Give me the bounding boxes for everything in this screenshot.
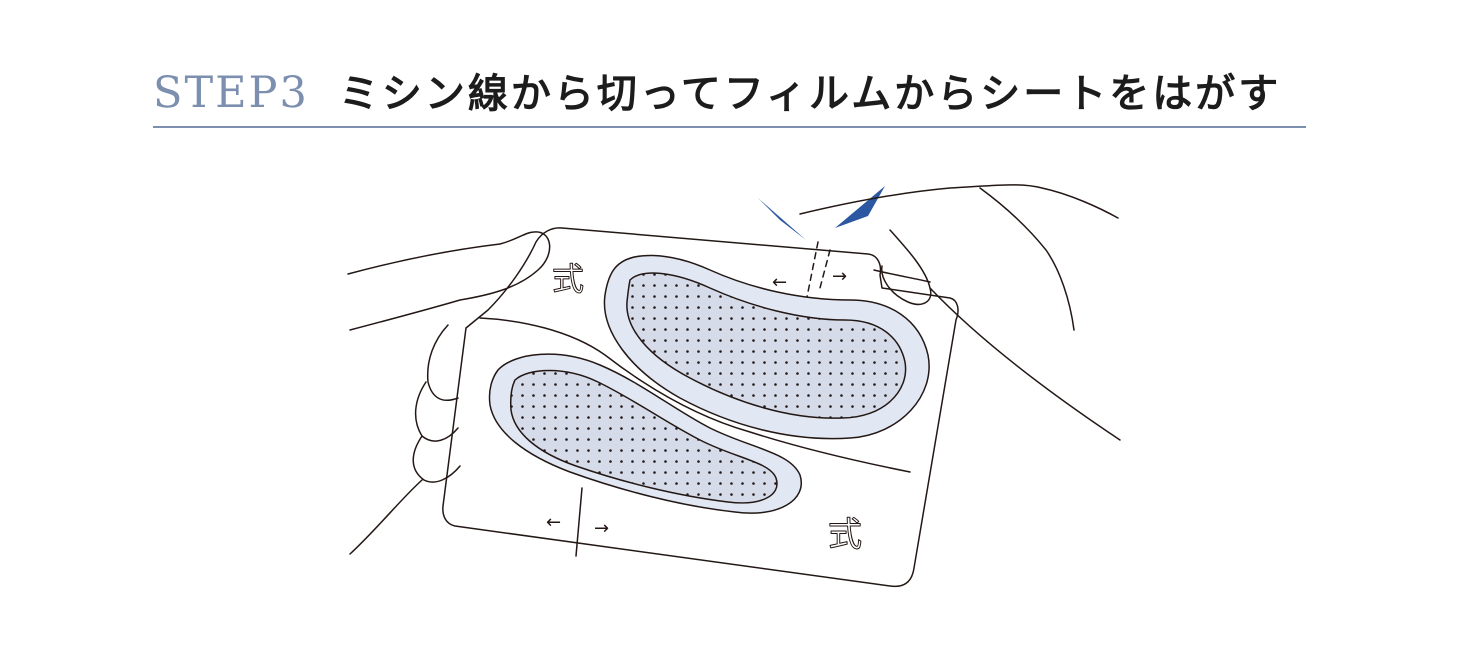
peel-illustration-svg: ← → ← → 式 式 xyxy=(347,184,1121,588)
step-number: STEP3 xyxy=(153,68,309,118)
sheet-kanji-bottom: 式 xyxy=(828,515,862,555)
step-heading: STEP3 ミシン線から切ってフィルムからシートをはがす xyxy=(153,58,1305,129)
perforation-line xyxy=(805,241,819,303)
arrow-mark-bottom-left: ← xyxy=(546,512,561,533)
heading-underline xyxy=(153,126,1306,128)
arrow-mark-bottom-right: → xyxy=(594,518,609,539)
peel-illustration: ← → ← → 式 式 xyxy=(330,170,1130,590)
cut-marker-right-icon xyxy=(835,186,885,228)
bottom-perforation xyxy=(575,487,583,557)
film-divider xyxy=(479,317,911,473)
eye-patch-lower xyxy=(488,353,803,514)
step-title: ミシン線から切ってフィルムからシートをはがす xyxy=(338,71,1282,117)
arrow-mark-top-left: ← xyxy=(772,272,787,293)
arrow-mark-top-right: → xyxy=(832,266,847,287)
left-hand xyxy=(347,231,551,555)
right-hand xyxy=(799,184,1121,441)
perforation-line-2 xyxy=(819,249,831,289)
cut-marker-left-icon xyxy=(758,198,806,240)
sheet-kanji-top: 式 xyxy=(552,260,584,298)
eye-patch-upper xyxy=(603,254,930,440)
film-sheet xyxy=(442,227,959,588)
